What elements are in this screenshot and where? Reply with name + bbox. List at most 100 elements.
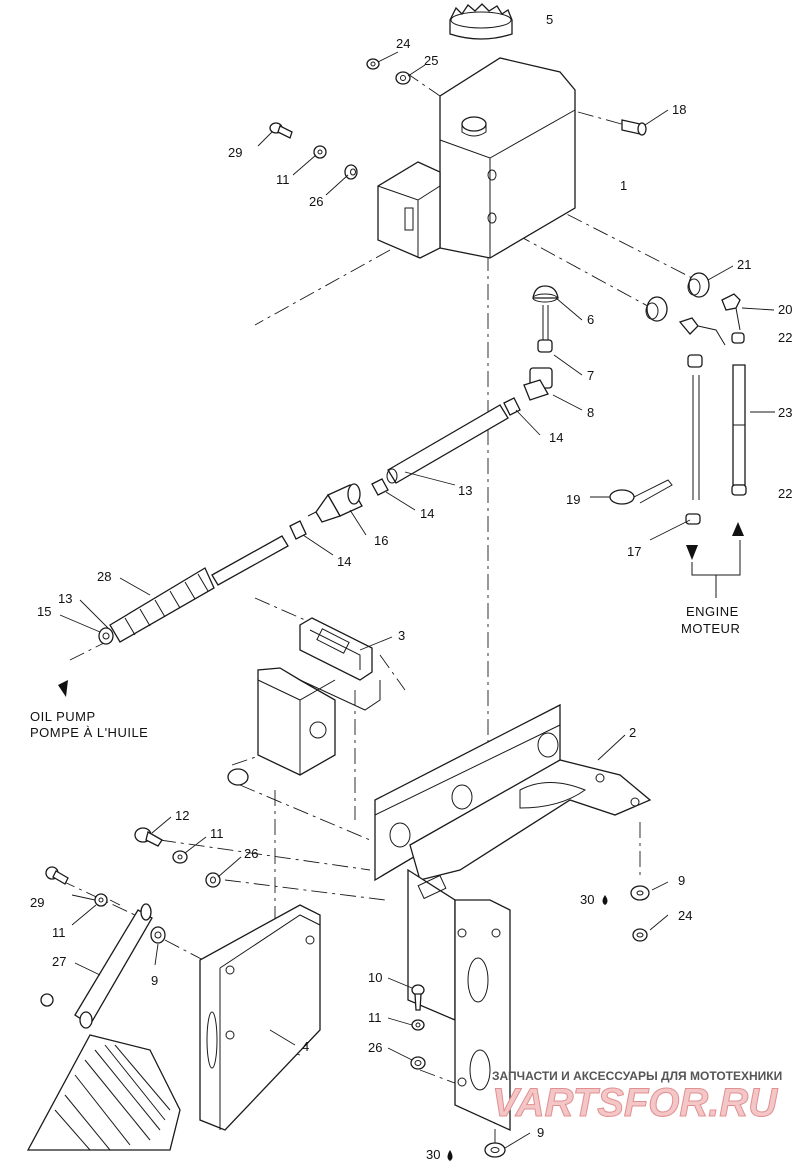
hose-23-left (692, 375, 700, 500)
callout-27: 27 (52, 954, 66, 969)
callout-30-bottom: 30 (426, 1147, 440, 1162)
washer-11-bottom (411, 1019, 425, 1031)
engine-label-fr: MOTEUR (681, 621, 740, 636)
callout-10: 10 (368, 970, 382, 985)
callout-3: 3 (398, 628, 405, 643)
engine-label-en: ENGINE (686, 604, 739, 619)
flow-arrow-up (732, 522, 744, 536)
clamp-14-middle (371, 478, 389, 496)
tee-fitting-8 (523, 367, 553, 401)
strut-27 (74, 903, 153, 1029)
callout-14-bottom: 14 (337, 554, 351, 569)
oil-filter-16 (307, 483, 363, 523)
callout-26-top: 26 (309, 194, 323, 209)
clamp-15 (98, 627, 114, 645)
callout-4: 4 (302, 1039, 309, 1054)
callout-9-left: 9 (151, 973, 158, 988)
callout-26-bottom: 26 (368, 1040, 382, 1055)
callout-13-middle: 13 (458, 483, 472, 498)
bolt-12 (134, 827, 163, 847)
captions: ENGINE MOTEUR OIL PUMP POMPE À L'HUILE (30, 604, 740, 740)
callout-22-bottom: 22 (778, 486, 792, 501)
callout-19: 19 (566, 492, 580, 507)
callout-17: 17 (627, 544, 641, 559)
washer-11-mid (172, 850, 188, 864)
clamp-22-top (731, 332, 745, 344)
washer-top (395, 71, 411, 85)
callout-20: 20 (778, 302, 792, 317)
oil-pump-label-fr: POMPE À L'HUILE (30, 725, 148, 740)
engine-bracket (691, 540, 741, 598)
spacer-26-mid (205, 872, 221, 888)
callout-8: 8 (587, 405, 594, 420)
callout-11-bottom: 11 (368, 1010, 382, 1025)
callout-29-top: 29 (228, 145, 242, 160)
callout-11-left: 11 (52, 925, 66, 940)
washer-9-right (630, 885, 650, 901)
screw-10 (411, 984, 425, 1011)
callout-6: 6 (587, 312, 594, 327)
spring-28 (109, 567, 215, 643)
drop-30-bottom (447, 1150, 453, 1161)
hose-28 (211, 535, 289, 586)
flow-arrow-down (686, 545, 698, 560)
spacer-26-bottom (410, 1056, 426, 1070)
nut-24-right (632, 928, 648, 942)
callout-29-left: 29 (30, 895, 44, 910)
callout-30-right: 30 (580, 892, 594, 907)
callout-5: 5 (546, 12, 553, 27)
callout-26-mid: 26 (244, 846, 258, 861)
oil-pump-label-en: OIL PUMP (30, 709, 96, 724)
clamp-17-top (687, 354, 703, 368)
oil-hose-13 (386, 404, 509, 484)
watermark: ЗАПЧАСТИ И АКСЕССУАРЫ ДЛЯ МОТОТЕХНИКИ VA… (492, 1069, 783, 1126)
callout-24-right: 24 (678, 908, 692, 923)
clamp-14-bottom (289, 520, 307, 540)
clamp-22-bottom (731, 484, 747, 496)
vent-cap-6 (532, 285, 559, 303)
callout-9-right: 9 (678, 873, 685, 888)
callout-9-bottom: 9 (537, 1125, 544, 1140)
callout-12: 12 (175, 808, 189, 823)
nut-top (366, 58, 380, 70)
grommet-21 (687, 272, 710, 298)
callout-11-top: 11 (276, 172, 290, 187)
screw-top-right (621, 119, 647, 136)
bolt-29-lower (45, 866, 69, 885)
grommet-21b (645, 296, 668, 322)
callout-15: 15 (37, 604, 51, 619)
callout-14-top: 14 (549, 430, 563, 445)
callout-11-mid: 11 (210, 826, 224, 841)
callout-18: 18 (672, 102, 686, 117)
washer-9-left (150, 926, 166, 944)
callout-2: 2 (629, 725, 636, 740)
watermark-tagline: ЗАПЧАСТИ И АКСЕССУАРЫ ДЛЯ МОТОТЕХНИКИ (492, 1069, 782, 1083)
vent-hose-7 (537, 305, 553, 353)
callout-14-middle: 14 (420, 506, 434, 521)
callout-numbers: 1 2 3 4 5 6 7 8 9 9 9 10 11 11 11 11 12 … (30, 12, 792, 1162)
leader-lines (59, 51, 775, 1149)
chassis-lower-left (26, 1034, 181, 1151)
hose-23-right (732, 364, 746, 486)
filler-cap (449, 3, 513, 40)
callout-7: 7 (587, 368, 594, 383)
clamp-17-bottom (685, 513, 701, 525)
callout-24-top: 24 (396, 36, 410, 51)
tie-strap-19 (609, 479, 673, 505)
washer-11-top (313, 145, 327, 159)
side-plate-4 (199, 904, 321, 1131)
clamp-14-top (503, 397, 521, 416)
washer-9-bottom (484, 1142, 506, 1158)
callout-25: 25 (424, 53, 438, 68)
washer-11-lower (94, 893, 108, 907)
mounting-bracket-2 (374, 703, 652, 1132)
oil-pump-housing (257, 667, 381, 776)
nut-lower (227, 768, 249, 786)
callout-28: 28 (97, 569, 111, 584)
elbow-fitting-20 (678, 293, 741, 346)
bolt-29-top (269, 122, 293, 139)
callout-13-left: 13 (58, 591, 72, 606)
drop-30-right (602, 895, 608, 905)
